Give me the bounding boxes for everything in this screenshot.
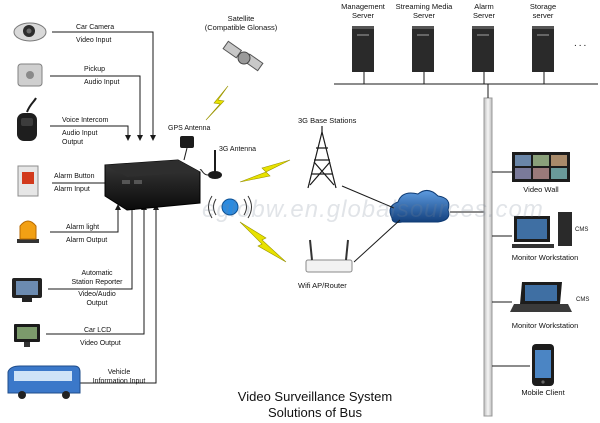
storage-server-label: Storage server — [529, 2, 557, 20]
satellite-label: Satellite (Compatible Glonass) — [204, 14, 278, 32]
alarm-button-sub: Alarm Input — [54, 186, 90, 193]
wireless-transmit-icon — [208, 195, 252, 219]
pickup-sub: Audio Input — [84, 79, 120, 86]
alarm-light-icon — [17, 220, 39, 243]
voice-intercom-label: Voice Intercom — [62, 117, 109, 124]
camera-icon — [13, 22, 47, 42]
pickup-label: Pickup — [84, 66, 106, 73]
base-stations-label: 3G Base Stations — [298, 116, 357, 125]
management-server-label: Management Server — [341, 2, 385, 20]
mobile-dvr-unit — [104, 159, 201, 211]
handheld-mic-icon — [17, 97, 37, 141]
alarm-light-label: Alarm light — [66, 224, 100, 231]
workstation-1-tag: CMS — [575, 227, 589, 233]
mobile-phone-icon — [532, 344, 554, 386]
watermark: eglobw.en.globalsources.com — [202, 196, 544, 223]
diagram-title-line1: Video Surveillance System — [237, 389, 393, 404]
base-station-tower-icon — [307, 126, 337, 189]
lightning-bolts — [205, 85, 291, 263]
car-lcd-sub: Video Output — [80, 340, 121, 347]
alarm-button-icon — [17, 165, 39, 197]
station-reporter-icon — [12, 278, 42, 302]
wifi-router-icon — [305, 239, 353, 273]
voice-intercom-sub: Audio Input Output — [62, 130, 98, 146]
3g-antenna-label: 3G Antenna — [219, 146, 256, 153]
wifi-router-label: Wifi AP/Router — [298, 281, 347, 290]
video-wall-icon — [512, 152, 570, 182]
network-backbone-bar — [483, 97, 493, 417]
diagram-title-line2: Solutions of Bus — [268, 405, 362, 420]
client-links — [492, 171, 530, 367]
station-reporter-sub: Video/Audio Output — [78, 291, 116, 307]
alarm-button-label: Alarm Button — [54, 173, 95, 180]
vehicle-info-label: Vehicle Information Input — [92, 369, 146, 385]
server-icons — [352, 26, 554, 72]
workstation-2-tag: CMS — [576, 297, 590, 303]
alarm-server-label: Alarm Server — [472, 2, 496, 20]
bus-icon — [7, 365, 81, 399]
workstation-1-label: Monitor Workstation — [511, 253, 579, 262]
internet-cloud-icon — [389, 190, 450, 223]
workstation-icon-2 — [510, 282, 572, 312]
car-lcd-label: Car LCD — [84, 327, 112, 334]
satellite-icon — [222, 40, 264, 72]
car-lcd-icon — [14, 324, 40, 347]
gps-antenna-icon — [180, 136, 194, 161]
workstation-icon-1 — [512, 212, 572, 248]
alarm-light-sub: Alarm Output — [66, 237, 108, 244]
more-servers-ellipsis: ... — [574, 38, 589, 49]
streaming-media-server-label: Streaming Media Server — [395, 2, 453, 20]
mobile-client-label: Mobile Client — [521, 388, 565, 397]
car-camera-label: Car Camera — [76, 24, 115, 31]
3g-antenna-icon — [199, 150, 222, 179]
car-camera-sub: Video Input — [76, 37, 112, 44]
microphone-pickup-icon — [17, 63, 43, 87]
gps-antenna-label: GPS Antenna — [168, 125, 211, 132]
workstation-2-label: Monitor Workstation — [511, 321, 579, 330]
station-reporter-label: Automatic Station Reporter — [71, 270, 123, 286]
device-connection-lines — [46, 31, 159, 384]
server-bus-lines — [334, 72, 598, 98]
network-links — [341, 185, 484, 263]
video-wall-label: Video Wall — [523, 185, 559, 194]
